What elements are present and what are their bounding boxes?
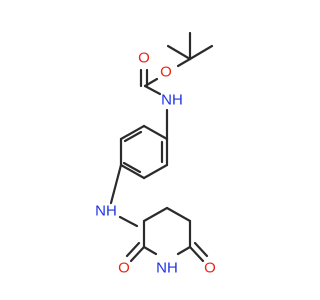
bond-carbonyl-to-nh: [143, 84, 162, 96]
ring-bond-3: [119, 163, 146, 180]
carbamate-group: [139, 68, 169, 128]
structure-diagram: O O NH NH NH O O: [95, 31, 216, 277]
bond-tbu-methyl-right: [188, 44, 214, 61]
ester-oxygen-label: O: [160, 64, 172, 81]
ring-inner-bond-c: [123, 130, 143, 143]
bond-ring-to-amine-nh: [109, 163, 123, 205]
amine-linker: [109, 124, 169, 228]
ring-inner-bond-b: [122, 161, 142, 174]
bond-tbu-to-ester-o: [176, 57, 192, 68]
piperidinedione-ring: [125, 206, 209, 263]
pip-bond-4: [176, 245, 192, 256]
atom-labels: O O NH NH NH O O: [95, 50, 216, 277]
pip-bond-1: [142, 206, 169, 223]
pip-carbonyl-left-b: [125, 241, 141, 258]
pip-bond-5: [142, 245, 158, 256]
bond-tbu-methyl-left: [166, 44, 192, 61]
pip-carbonyl-right-b: [193, 241, 209, 258]
right-carbonyl-oxygen-label: O: [204, 260, 216, 277]
benzene-ring: [119, 124, 169, 180]
carbamate-nh-label: NH: [161, 92, 183, 109]
ring-bond-6: [142, 124, 169, 141]
bond-amine-nh-to-piperidine: [118, 215, 139, 228]
pip-carbonyl-left-a: [129, 245, 146, 263]
ring-bond-5: [119, 124, 146, 141]
amine-nh-label: NH: [95, 203, 117, 220]
carbamate-carbonyl-oxygen-label: O: [138, 50, 150, 67]
pip-carbonyl-right-a: [188, 245, 205, 263]
ring-nh-label: NH: [156, 260, 178, 277]
ring-bond-2: [142, 163, 169, 180]
left-carbonyl-oxygen-label: O: [118, 260, 130, 277]
pip-bond-2: [165, 206, 192, 223]
tert-butyl-group: [166, 31, 214, 68]
